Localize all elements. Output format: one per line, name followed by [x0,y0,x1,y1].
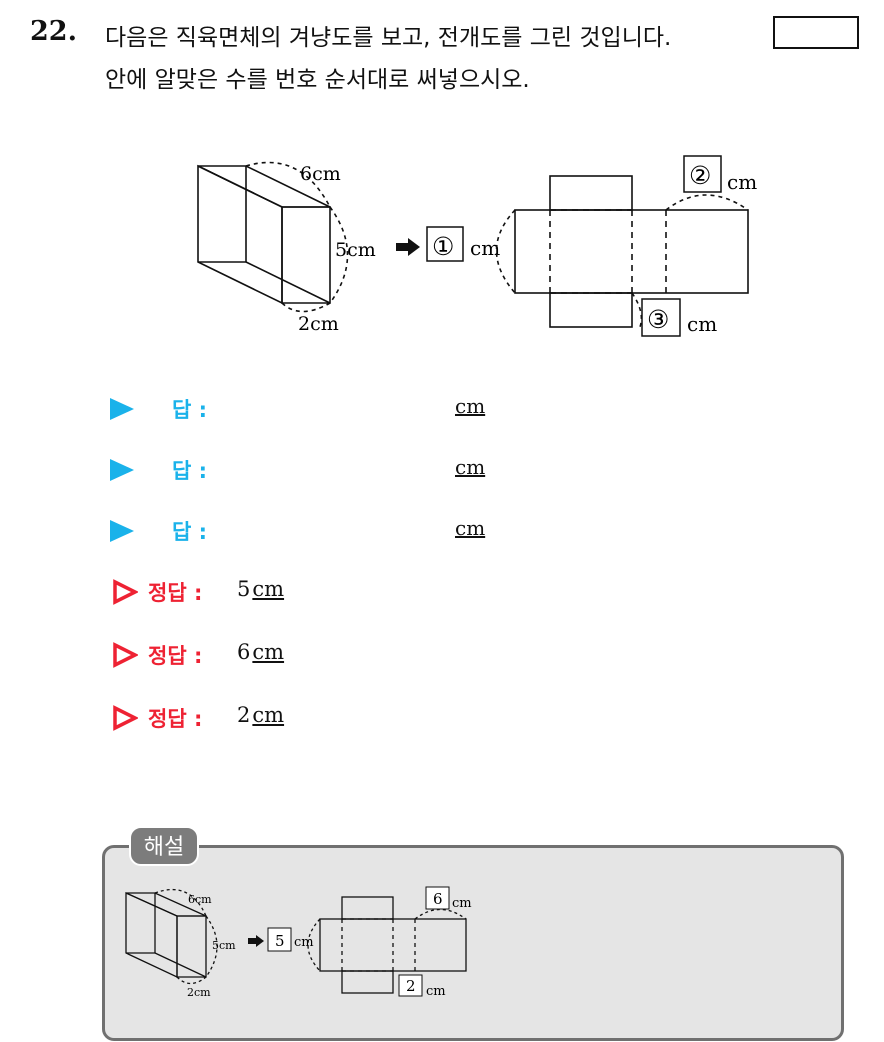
expl-box-2 [425,886,450,910]
outline-triangle-icon [113,642,138,668]
answer-unit[interactable]: cm [455,516,486,540]
correct-unit: cm [252,640,285,664]
outline-triangle-icon [113,705,138,731]
answer-box-2 [683,155,722,193]
expl-box-3 [398,974,423,997]
label-5cm: 5cm [335,239,376,261]
answer-unit[interactable]: cm [455,455,486,479]
explanation-panel [102,845,844,1041]
answer-label: 답 : [172,459,208,483]
expl-unit-2: cm [452,896,472,911]
play-triangle-icon [110,398,134,420]
circle-2: ② [689,161,711,190]
answer-box-1 [426,226,464,262]
correct-value: 6 [237,640,251,664]
question-number: 22. [30,16,77,47]
net-drawing [495,175,749,328]
question-text-line1: 다음은 직육면체의 겨냥도를 보고, 전개도를 그린 것입니다. [105,25,672,51]
expl-value-2: 6 [433,890,443,908]
unit-1: cm [470,236,500,260]
expl-label-2cm: 2cm [187,986,211,999]
correct-unit: cm [252,577,285,601]
circle-3: ③ [647,305,669,334]
expl-label-6cm: 6cm [188,893,212,906]
unit-3: cm [687,312,717,336]
correct-unit: cm [252,703,285,727]
correct-label: 정답 : [148,581,203,605]
play-triangle-icon [110,520,134,542]
unit-2: cm [727,170,757,194]
expl-unit-3: cm [426,984,446,999]
expl-unit-1: cm [294,935,314,950]
answer-label: 답 : [172,520,208,544]
expl-value-1: 5 [275,932,285,950]
right-arrow-icon [396,238,420,256]
label-2cm: 2cm [298,313,339,335]
right-arrow-icon [248,935,264,947]
expl-label-5cm: 5cm [212,939,236,952]
circle-1: ① [432,232,454,261]
answer-unit[interactable]: cm [455,394,486,418]
correct-value: 5 [237,577,251,601]
play-triangle-icon [110,459,134,481]
explanation-tab: 해설 [129,826,199,866]
outline-triangle-icon [113,579,138,605]
answer-box-3 [641,298,681,337]
question-text-line2: 안에 알맞은 수를 번호 순서대로 써넣으시오. [105,67,530,93]
correct-label: 정답 : [148,644,203,668]
problem-figure: 6cm 5cm 2cm ① cm ② cm ③ cm [197,155,757,337]
correct-label: 정답 : [148,707,203,731]
blank-box [773,16,859,49]
cuboid-drawing [197,161,349,313]
label-6cm: 6cm [300,163,341,185]
expl-box-1 [267,927,292,952]
answer-label: 답 : [172,398,208,422]
correct-value: 2 [237,703,251,727]
expl-value-3: 2 [406,977,416,995]
